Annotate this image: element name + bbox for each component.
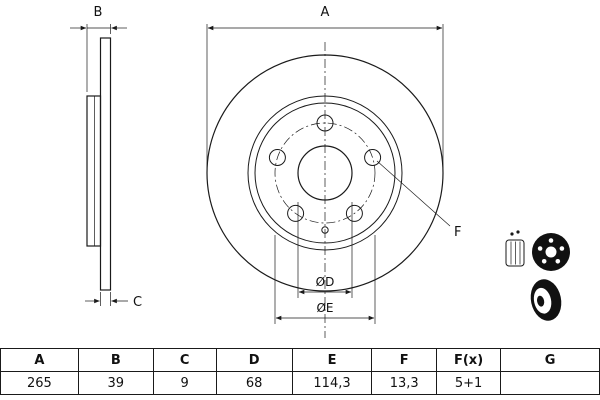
bolt-hole xyxy=(345,204,363,222)
value-c: 9 xyxy=(152,371,217,395)
dim-c: C xyxy=(85,292,142,310)
bolt-circle xyxy=(274,122,376,224)
value-g xyxy=(500,371,600,395)
friction-edge-outer xyxy=(247,95,403,251)
value-a: 265 xyxy=(0,371,79,395)
angled-brake-disc-icon xyxy=(530,279,562,321)
value-f: 13,3 xyxy=(371,371,438,395)
table-header-fx: F(x) xyxy=(436,348,502,372)
bolt-hole xyxy=(316,114,334,132)
dim-a-label: A xyxy=(321,5,330,20)
bolt-hole xyxy=(268,149,286,166)
leader-f: F xyxy=(376,160,461,240)
hub-kit-with-drilled-disc-icon xyxy=(505,230,570,271)
dim-b: B xyxy=(70,5,127,92)
value-e: 114,3 xyxy=(291,371,373,395)
set-screw-hole xyxy=(321,226,329,234)
dim-c-label: C xyxy=(133,295,142,310)
table-header-d: D xyxy=(215,348,293,372)
table-header-c: C xyxy=(152,348,217,372)
table-header-e: E xyxy=(291,348,373,372)
hub-hat-section xyxy=(86,95,102,247)
disc-ring-section xyxy=(99,37,112,291)
table-header-g: G xyxy=(500,348,600,372)
table-header-a: A xyxy=(0,348,79,372)
side-view: B C xyxy=(70,5,142,310)
dim-e: ØE xyxy=(274,235,376,324)
dim-b-label: B xyxy=(94,5,103,20)
dim-d: ØD xyxy=(297,202,353,298)
friction-edge-inner xyxy=(254,102,396,244)
dimension-table: A B C D E F F(x) G 265 39 9 68 114,3 13,… xyxy=(0,348,600,395)
table-header-f: F xyxy=(371,348,438,372)
bolt-hole xyxy=(364,149,382,166)
dim-a: A xyxy=(206,5,444,168)
value-b: 39 xyxy=(77,371,154,395)
center-bore xyxy=(297,145,353,201)
dim-d-label: ØD xyxy=(316,275,335,289)
value-fx: 5+1 xyxy=(436,371,502,395)
front-view: A ØD ØE F xyxy=(206,5,461,338)
table-header-b: B xyxy=(77,348,154,372)
bolt-hole xyxy=(287,204,305,222)
table-header-row: A B C D E F F(x) G xyxy=(0,348,600,372)
value-d: 68 xyxy=(215,371,293,395)
dim-f-label: F xyxy=(454,225,461,240)
table-value-row: 265 39 9 68 114,3 13,3 5+1 xyxy=(0,371,600,395)
drawing-canvas: B C A xyxy=(70,5,570,338)
dim-e-label: ØE xyxy=(316,301,333,315)
